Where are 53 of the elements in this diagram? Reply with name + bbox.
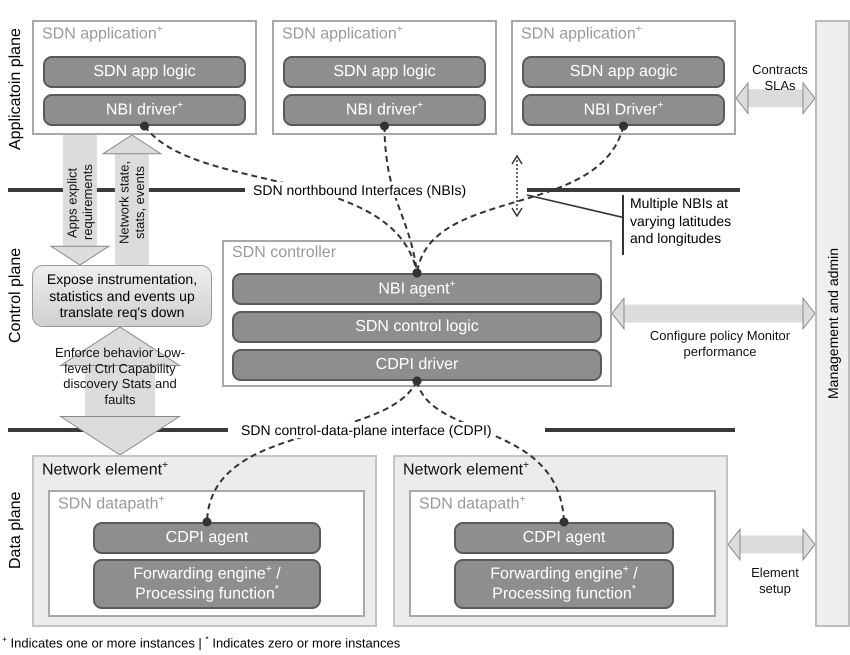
box-title: SDN application$^{+}$ [42,24,163,44]
module-box: SDN control logic [232,311,602,343]
module-box: NBI driver$^{+}$ [43,94,246,126]
element-box [32,455,377,627]
module-box: SDN app logic [43,56,246,88]
box-title: Network element$^{+}$ [403,460,530,480]
edge-label: Network state, stats, events [115,160,148,246]
bar-title: Management and admin [824,248,840,399]
module-box: SDN app logic [283,56,486,88]
module-box: NBI Driver$^{+}$ [522,94,725,126]
module-box: NBI driver$^{+}$ [283,94,486,126]
module-box: CDPI agent [454,522,674,554]
box-title: SDN datapath$^{+}$ [58,494,165,514]
block-arrow [102,134,162,265]
dashed-connector [412,122,628,278]
double-arrow [612,298,816,330]
module-box: CDPI driver [232,349,602,381]
double-arrow [736,82,816,114]
element-box [393,455,728,627]
edge-label: Apps explict requirements [63,164,96,242]
plane-label: Applicatoin plane [6,27,25,152]
plane-label: Data plane [6,490,25,571]
box-title: Network element$^{+}$ [42,460,168,480]
edge-label: Configure policy Monitor performance [648,328,792,361]
component-box [409,490,716,617]
module-box: NBI agent$^{+}$ [232,273,602,305]
box-title: SDN application$^{+}$ [282,24,403,44]
double-arrow [728,528,816,560]
component-box [32,20,257,135]
annotation-text: Multiple NBIs at varying latitudes and longitudes [622,195,747,255]
plane-label: Control plane [6,246,25,345]
footnote: $^{+}$ Indicates one or more instances | $^{*}$ Indicates zero or more instances [2,634,400,650]
edge-label: Contracts SLAs [751,62,809,92]
info-box: Expose instrumentation, statistics and events up translate req's down [32,265,212,327]
box-title: SDN controller [232,244,336,262]
dashed-connector [380,122,422,278]
module-box: SDN app aogic [522,56,725,88]
dashed-connector [412,376,568,526]
module-box: Forwarding engine$^{+}$ / Processing function$^{*}$ [454,559,674,609]
block-arrow [50,135,110,266]
double-arrow [60,326,180,456]
component-box [48,490,365,617]
edge-label: Element setup [750,565,800,598]
management-bar [815,20,850,627]
box-title: SDN datapath$^{+}$ [419,494,526,514]
leader-line [526,194,622,218]
component-box [222,240,612,387]
edge-label: Enforce behavior Low-level Ctrl Capability discovery Stats and faults [54,345,186,409]
component-box [511,20,736,135]
component-box [272,20,497,135]
module-box: Forwarding engine$^{+}$ / Processing function$^{*}$ [93,559,321,609]
module-box: CDPI agent [93,522,321,554]
box-title: SDN application$^{+}$ [521,24,642,44]
